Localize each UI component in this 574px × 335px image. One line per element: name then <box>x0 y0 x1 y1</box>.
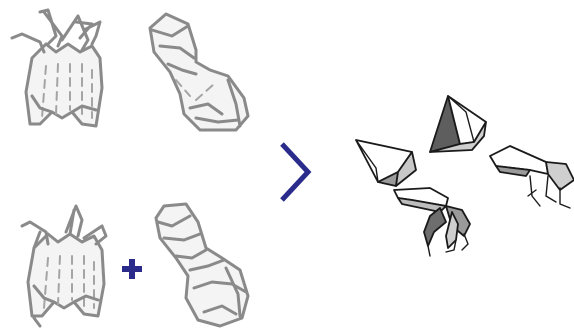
plus-operator <box>122 259 142 279</box>
foot-pattern-bottom <box>156 204 248 326</box>
foot-pattern-top <box>150 14 248 130</box>
chevron-right-icon <box>282 144 308 200</box>
assembled-claws <box>356 96 574 256</box>
hand-pattern-top <box>12 10 102 126</box>
claw-arm-left <box>356 140 416 186</box>
claw-right <box>490 146 574 208</box>
hand-pattern-bottom <box>22 206 106 326</box>
claw-arm-top <box>430 96 486 152</box>
claw-bottom <box>394 188 470 256</box>
